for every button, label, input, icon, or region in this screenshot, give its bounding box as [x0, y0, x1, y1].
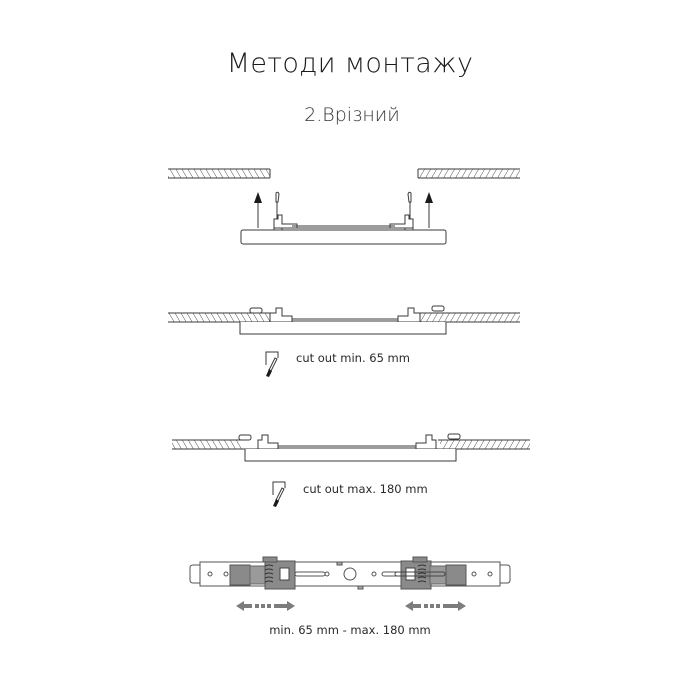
ceiling-right	[436, 439, 530, 450]
cutter-icon	[272, 481, 286, 507]
panel-light	[239, 318, 447, 335]
step-max-cutout-diagram	[0, 425, 700, 470]
min-cutout-caption: cut out min. 65 mm	[296, 351, 410, 365]
double-arrow-horizontal-icon	[405, 601, 466, 611]
arrow-up-icon	[254, 192, 262, 228]
spring-clip-left	[249, 307, 293, 323]
step-bracket-diagram	[0, 550, 700, 620]
bracket-range-label: min. 65 mm - max. 180 mm	[269, 623, 431, 637]
spring-clip-right	[415, 433, 461, 450]
spring-clip-left	[238, 434, 279, 450]
page-subtitle: 2.Врізний	[304, 104, 400, 126]
arrow-up-icon	[425, 192, 433, 228]
panel-light	[244, 445, 457, 462]
page-title: Методи монтажу	[226, 48, 474, 79]
ceiling-left	[172, 439, 258, 450]
spring-clip-right	[397, 305, 445, 323]
ceiling-left	[168, 168, 271, 179]
step-insert-diagram	[0, 160, 700, 270]
step-min-cutout-diagram	[0, 295, 700, 340]
cutter-icon	[265, 351, 279, 377]
slider-clip-left	[229, 556, 296, 590]
double-arrow-horizontal-icon	[236, 601, 295, 611]
slider-clip-right	[394, 556, 467, 590]
ceiling-right	[417, 168, 520, 179]
panel-light	[240, 214, 447, 245]
max-cutout-caption: cut out max. 180 mm	[303, 482, 428, 496]
